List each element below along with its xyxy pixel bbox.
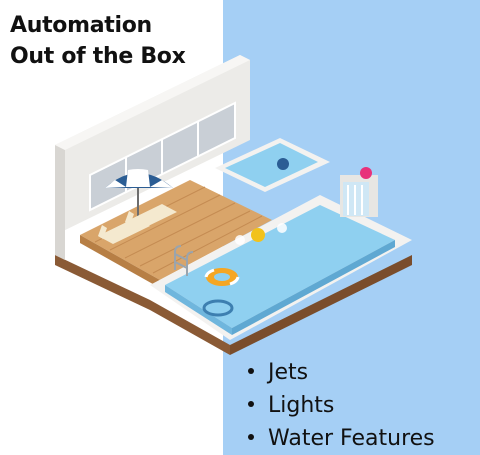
- bullet-icon: [248, 401, 254, 407]
- lounge-chair-icon: [98, 204, 177, 244]
- pool-illustration: [55, 55, 412, 355]
- feature-label: Lights: [268, 393, 335, 418]
- feature-label: Water Features: [268, 426, 435, 451]
- headline-line-2: Out of the Box: [10, 44, 186, 69]
- pool-ladder-icon: [174, 245, 194, 276]
- feature-item-lights: Lights: [248, 389, 435, 422]
- waterfall-icon: [340, 167, 378, 217]
- drain-ring-icon: [202, 299, 234, 317]
- base-slab: [55, 255, 412, 355]
- headline: Automation Out of the Box: [10, 10, 186, 72]
- feature-item-jets: Jets: [248, 356, 435, 389]
- feature-list: Jets Lights Water Features: [248, 356, 435, 455]
- feature-label: Jets: [268, 360, 309, 385]
- main-pool: [150, 195, 412, 340]
- life-ring-icon: [204, 268, 240, 286]
- feature-item-water-features: Water Features: [248, 422, 435, 455]
- headline-line-1: Automation: [10, 13, 152, 38]
- umbrella-icon: [105, 169, 173, 225]
- spa-jet-icon: [277, 158, 289, 170]
- pool-light-icon: [251, 228, 265, 242]
- spa-pool: [215, 138, 330, 192]
- bullet-icon: [248, 434, 254, 440]
- bullet-icon: [248, 368, 254, 374]
